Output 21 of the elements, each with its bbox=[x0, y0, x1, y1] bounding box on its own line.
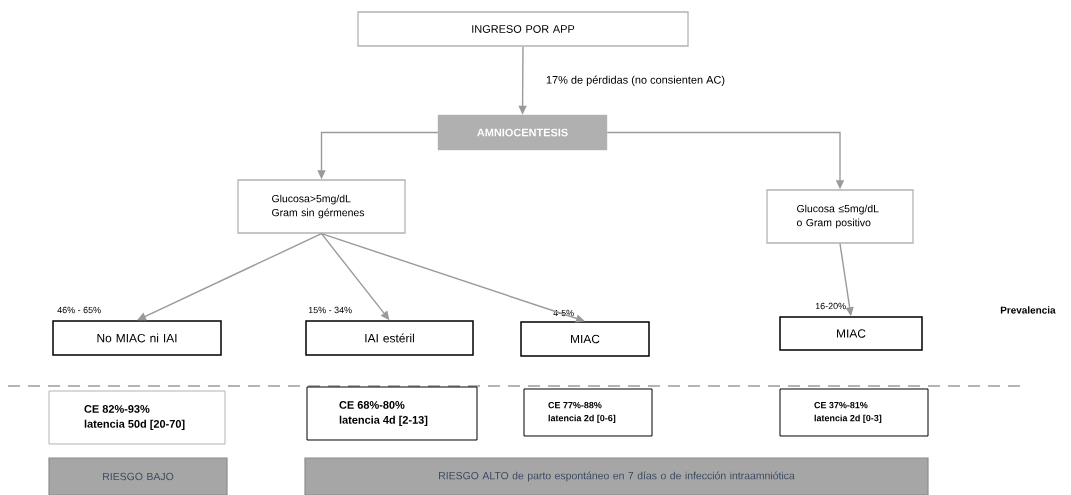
risk-band: RIESGO ALTO de parto espontáneo en 7 días o de infección intraamniótica bbox=[304, 457, 929, 495]
outcome-box: IAI estéril bbox=[305, 320, 474, 356]
outcome-box: No MIAC ni IAI bbox=[52, 320, 222, 356]
arrow bbox=[320, 232, 585, 323]
arrow bbox=[137, 232, 323, 321]
risk-band: RIESGO BAJO bbox=[48, 457, 228, 495]
percentage-label: 15% - 34% bbox=[308, 306, 352, 314]
percentage-label: 16-20% bbox=[815, 302, 846, 310]
result-box: CE 77%-88% latencia 2d [0-6] bbox=[523, 388, 653, 437]
result-box: CE 37%-81% latencia 2d [0-3] bbox=[779, 388, 929, 437]
procedure-box: AMNIOCENTESIS bbox=[437, 114, 608, 151]
edge-label: 17% de pérdidas (no consienten AC) bbox=[546, 75, 725, 86]
entry-box: INGRESO POR APP bbox=[357, 11, 689, 47]
criteria-box: Glucosa ≤5mg/dL o Gram positivo bbox=[766, 189, 914, 244]
result-box: CE 82%-93% latencia 50d [20-70] bbox=[48, 390, 226, 445]
criteria-box: Glucosa>5mg/dL Gram sin gérmenes bbox=[237, 179, 406, 234]
result-box: CE 68%-80% latencia 4d [2-13] bbox=[306, 386, 478, 441]
percentage-label: 46% - 65% bbox=[57, 306, 101, 314]
column-heading: Prevalencia bbox=[1000, 306, 1056, 314]
outcome-box: MIAC bbox=[520, 321, 650, 357]
outcome-box: MIAC bbox=[779, 316, 923, 351]
